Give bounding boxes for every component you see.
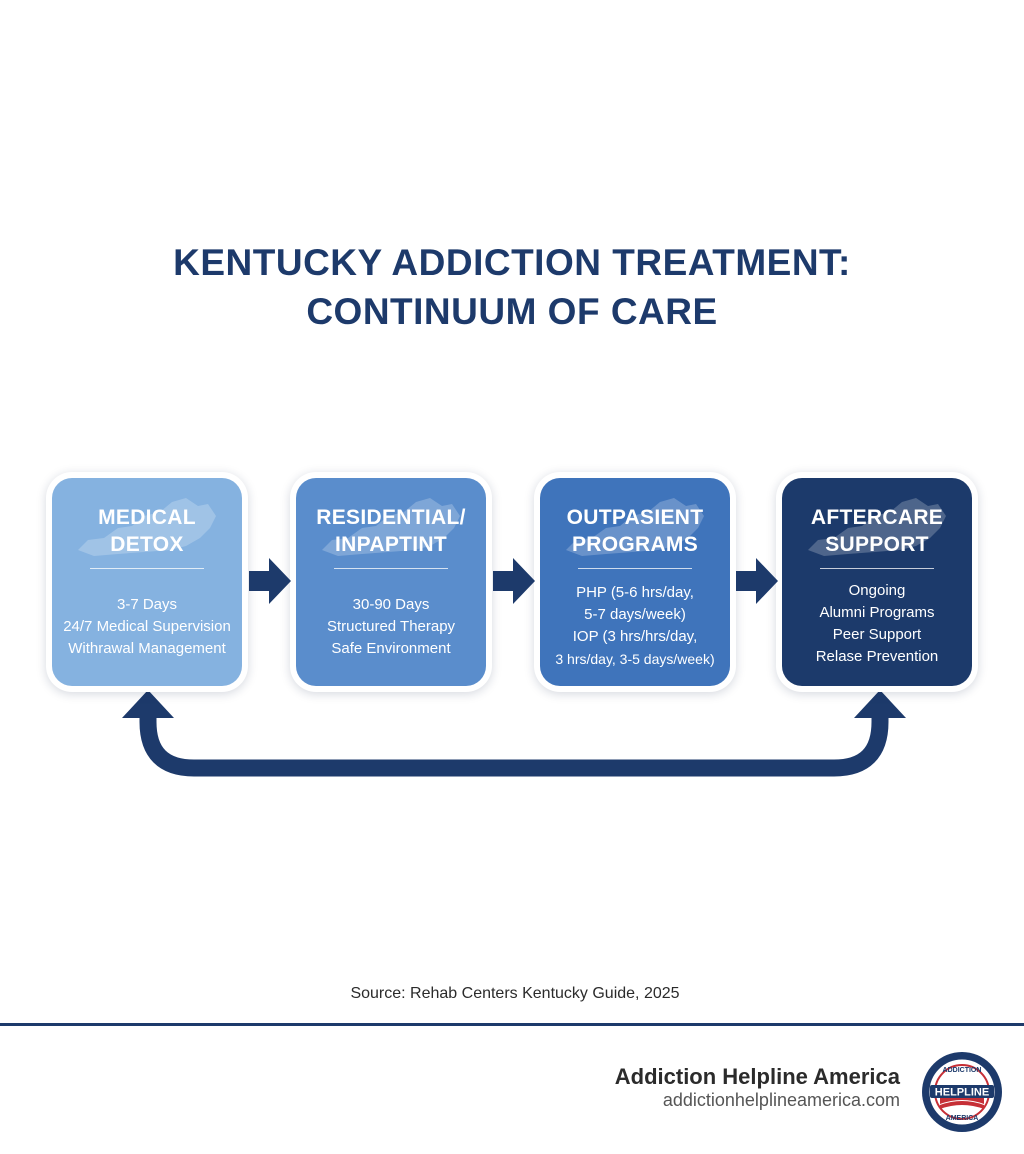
kentucky-map-icon (566, 498, 704, 556)
stage-divider (820, 568, 934, 569)
logo-text-bottom: AMERICA (946, 1115, 979, 1122)
stage-title-line-2: SUPPORT (825, 533, 929, 556)
logo-text-mid: HELPLINE (935, 1087, 989, 1099)
stage-divider (578, 568, 692, 569)
stage-details: 3-7 Days 24/7 Medical Supervision Withra… (52, 594, 242, 660)
stage-title: MEDICAL DETOX (52, 504, 242, 558)
right-arrow-icon (493, 558, 535, 604)
stage-detail: Safe Environment (331, 640, 451, 657)
stage-card-outpatient: OUTPASIENT PROGRAMS PHP (5-6 hrs/day, 5-… (534, 472, 736, 692)
stage-title-line-2: INPAPTINT (335, 533, 447, 556)
right-arrow-icon (249, 558, 291, 604)
stage-divider (90, 568, 204, 569)
stage-title: AFTERCARE SUPPORT (782, 504, 972, 558)
stage-detail: Structured Therapy (326, 618, 456, 635)
stage-detail: 24/7 Medical Supervision (63, 618, 231, 635)
stage-card-medical-detox: MEDICAL DETOX 3-7 Days 24/7 Medical Supe… (46, 472, 248, 692)
stage-card-aftercare: AFTERCARE SUPPORT Ongoing Alumni Program… (776, 472, 978, 692)
loop-arrowhead-left (122, 690, 174, 718)
stage-panel: MEDICAL DETOX 3-7 Days 24/7 Medical Supe… (52, 478, 242, 686)
stage-detail: PHP (5-6 hrs/day, (576, 584, 694, 601)
stage-detail: 3 hrs/day, 3-5 days/week) (555, 651, 715, 667)
stage-title-line-2: DETOX (110, 533, 184, 556)
stage-details: PHP (5-6 hrs/day, 5-7 days/week) IOP (3 … (540, 582, 730, 670)
kentucky-map-icon (322, 498, 460, 556)
u-turn-loop-arrow-icon (122, 690, 906, 777)
brand-url: addictionhelplineamerica.com (662, 1090, 900, 1110)
title-line-1: KENTUCKY ADDICTION TREATMENT: (173, 242, 851, 283)
loop-arrowhead-right (854, 690, 906, 718)
stage-card-residential: RESIDENTIAL/ INPAPTINT 30-90 Days Struct… (290, 472, 492, 692)
stage-panel: OUTPASIENT PROGRAMS PHP (5-6 hrs/day, 5-… (540, 478, 730, 686)
stage-details: Ongoing Alumni Programs Peer Support Rel… (782, 580, 972, 668)
stage-title-line-2: PROGRAMS (571, 533, 699, 556)
title-line-2: CONTINUUM OF CARE (306, 291, 718, 332)
helpline-badge-icon: HELPLINE ADDICTION AMERICA (922, 1052, 1002, 1132)
stage-detail: Relase Prevention (815, 648, 939, 665)
logo-text-top: ADDICTION (943, 1067, 982, 1074)
stage-title: OUTPASIENT PROGRAMS (540, 504, 730, 558)
stage-detail: 5-7 days/week) (584, 606, 686, 623)
kentucky-map-icon (78, 498, 216, 556)
brand-name: Addiction Helpline America (614, 1064, 900, 1089)
kentucky-map-icon (808, 498, 946, 556)
diagram-title: KENTUCKY ADDICTION TREATMENT: CONTINUUM … (0, 238, 1024, 336)
source-caption: Source: Rehab Centers Kentucky Guide, 20… (350, 985, 680, 1002)
stage-detail: Peer Support (832, 626, 922, 643)
stage-title-line-1: AFTERCARE (810, 506, 944, 529)
stage-details: 30-90 Days Structured Therapy Safe Envir… (296, 594, 486, 660)
stage-panel: RESIDENTIAL/ INPAPTINT 30-90 Days Struct… (296, 478, 486, 686)
stage-divider (334, 568, 448, 569)
stage-panel: AFTERCARE SUPPORT Ongoing Alumni Program… (782, 478, 972, 686)
stage-title: RESIDENTIAL/ INPAPTINT (296, 504, 486, 558)
footer-divider (0, 1023, 1024, 1026)
stage-detail: Withrawal Management (68, 640, 226, 657)
stage-detail: 30-90 Days (352, 596, 430, 613)
stage-detail: 3-7 Days (116, 596, 178, 613)
stage-detail: IOP (3 hrs/hrs/day, (572, 628, 698, 645)
stage-title-line-1: RESIDENTIAL/ (316, 506, 466, 529)
stage-title-line-1: MEDICAL (98, 506, 196, 529)
right-arrow-icon (736, 558, 778, 604)
stage-detail: Ongoing (848, 582, 906, 599)
stage-title-line-1: OUTPASIENT (566, 506, 704, 529)
stage-detail: Alumni Programs (819, 604, 935, 621)
